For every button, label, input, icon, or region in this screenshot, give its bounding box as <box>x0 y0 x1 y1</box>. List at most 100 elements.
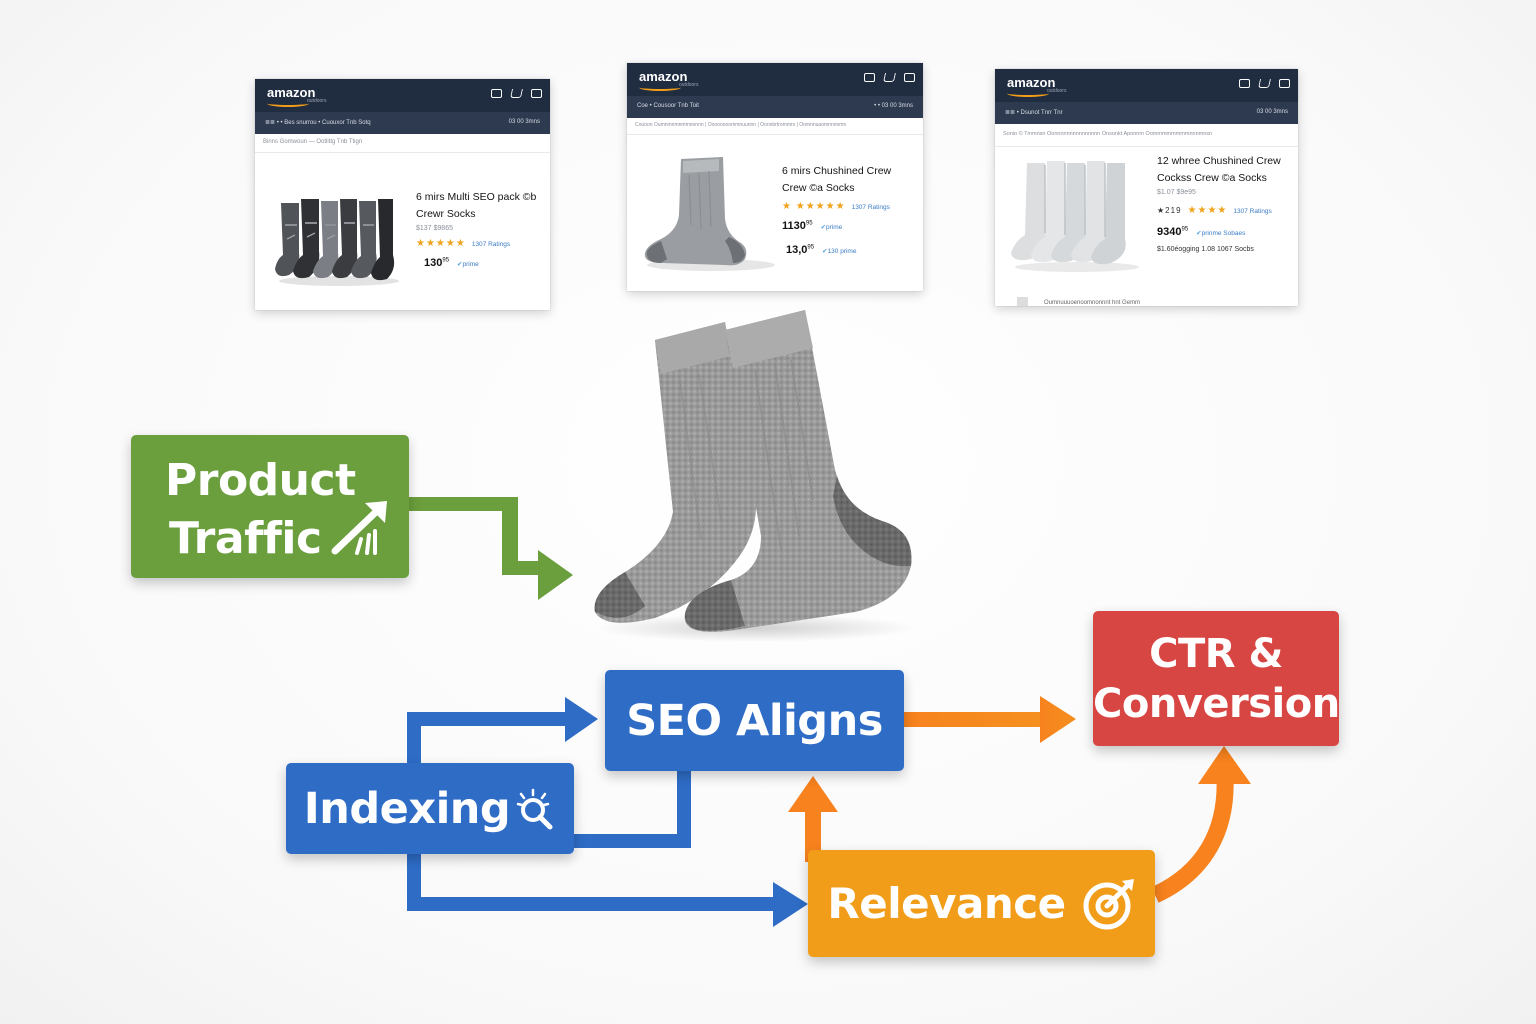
star-rating-icon: ★★★★ <box>1187 205 1228 216</box>
trend-up-arrow-icon <box>331 501 387 555</box>
breadcrumb-text[interactable]: Sonio © Tmmnsn Oonnnnnnnnnnnnnnn Onsonkt… <box>1003 131 1213 137</box>
orders-icon[interactable] <box>531 89 542 98</box>
nav-links[interactable]: Coe • Cousoor Tnb Toit <box>637 103 699 109</box>
cart-icon[interactable] <box>510 89 523 98</box>
site-header: amazon outdoors <box>627 63 923 96</box>
prime-badge: prime <box>821 224 843 231</box>
magnifier-sparkle-icon <box>516 788 553 829</box>
arrow-seo-to-ctr <box>904 696 1076 743</box>
arrow-relevance-to-seo <box>788 776 838 862</box>
arrow-seo-to-indexing <box>570 770 691 848</box>
brand-subtitle: outdoors <box>307 98 327 104</box>
hero-product-sock <box>594 310 915 642</box>
rating-stars[interactable]: ★★★★★ 1307 Ratings <box>416 238 546 249</box>
nav-bar[interactable]: ≣≣ • Dsunot Tnrr Tnr 03 00 3mns <box>995 102 1298 124</box>
breadcrumb-text[interactable]: Binns Gomwoun — Ootlittg Tnb Ttign <box>263 139 363 145</box>
rating-stars[interactable]: ★219 ★★★★ 1307 Ratings <box>1157 205 1285 216</box>
product-image-dark-socks[interactable] <box>271 195 403 287</box>
product-traffic-box[interactable]: Product Traffic <box>131 435 409 578</box>
brand-subtitle: outdoors <box>1047 88 1067 94</box>
price-whole: 130 <box>424 257 443 269</box>
prime-badge: prime <box>457 261 479 268</box>
product-traffic-label-2: Traffic <box>169 513 322 564</box>
nav-account[interactable]: 03 00 3mns <box>1256 109 1288 115</box>
arrow-indexing-to-seo <box>407 697 598 764</box>
listing-info: 12 whree Chushined Crew Cockss Crew ©a S… <box>1157 153 1285 253</box>
listing-info: 6 mirs Chushined Crew Crew ©a Socks ★ ★★… <box>782 163 912 256</box>
brand-logo: amazon <box>267 85 316 100</box>
arrow-traffic-to-product <box>409 497 573 600</box>
product-price-secondary: 13,095 130 prime <box>786 244 912 256</box>
nav-account[interactable]: 03 00 3mns <box>508 119 540 125</box>
orders-icon[interactable] <box>1279 79 1290 88</box>
star-rating-icon: ★★★★★ <box>416 238 466 249</box>
price-whole: 13,0 <box>786 244 808 256</box>
product-price: 934095 prinme Sobaes <box>1157 226 1285 238</box>
product-price: 113095 prime <box>782 220 912 232</box>
product-image-white-socks[interactable] <box>1005 155 1145 275</box>
product-extra-info: $1.60éogging 1.08 1067 Socbs <box>1157 246 1254 253</box>
arrow-relevance-to-ctr <box>1151 746 1251 903</box>
product-title[interactable]: 12 whree Chushined Crew Cockss Crew ©a S… <box>1157 155 1281 184</box>
price-cents: 95 <box>807 244 815 251</box>
ratings-count[interactable]: 1307 Ratings <box>471 241 511 248</box>
conversion-label: Conversion <box>1093 681 1340 727</box>
price-whole: 1130 <box>782 220 806 232</box>
product-traffic-label-1: Product <box>165 455 356 506</box>
listing-info: 6 mirs Multi SEO pack ©b Crewr Socks $13… <box>416 189 546 269</box>
price-whole: 9340 <box>1157 226 1182 238</box>
checkbox[interactable] <box>1017 297 1028 306</box>
breadcrumb[interactable]: Binns Gomwoun — Ootlittg Tnb Ttign <box>255 134 550 153</box>
relevance-box[interactable]: Relevance <box>808 850 1155 957</box>
rating-stars[interactable]: ★ ★★★★★1307 Ratings <box>782 201 912 212</box>
brand-smile-icon <box>639 84 681 91</box>
listing-card-2[interactable]: amazon outdoors Coe • Cousoor Tnb Toit •… <box>627 63 923 291</box>
product-image-grey-sock[interactable] <box>639 149 779 273</box>
rating-prefix: ★219 <box>1157 206 1182 215</box>
site-header: amazon outdoors <box>255 79 550 112</box>
account-icon[interactable] <box>491 89 502 98</box>
price-cents: 95 <box>805 220 813 227</box>
account-icon[interactable] <box>1239 79 1250 88</box>
prime-badge: prinme Sobaes <box>1196 230 1245 237</box>
brand-logo: amazon <box>1007 75 1056 90</box>
price-cents: 95 <box>442 257 450 264</box>
indexing-box[interactable]: Indexing <box>286 763 574 854</box>
nav-bar[interactable]: ≣≣ • • Bes snurrou • Cuouxor Tnb Sotq 03… <box>255 112 550 134</box>
listing-card-1[interactable]: amazon outdoors ≣≣ • • Bes snurrou • Cuo… <box>255 79 550 310</box>
ctr-conversion-box[interactable]: CTR & Conversion <box>1093 611 1340 746</box>
nav-account[interactable]: • • 03 00 3mns <box>874 103 913 109</box>
orders-icon[interactable] <box>904 73 915 82</box>
brand-smile-icon <box>267 100 309 107</box>
price-cents: 95 <box>1181 226 1189 233</box>
brand-logo: amazon <box>639 69 688 84</box>
seo-aligns-box[interactable]: SEO Aligns <box>605 670 904 771</box>
product-title[interactable]: 6 mirs Multi SEO pack ©b Crewr Socks <box>416 191 537 220</box>
brand-smile-icon <box>1007 90 1049 97</box>
nav-links[interactable]: ≣≣ • • Bes snurrou • Cuouxor Tnb Sotq <box>265 120 371 126</box>
relevance-label: Relevance <box>827 879 1066 928</box>
breadcrumb[interactable]: Sonio © Tmmnsn Oonnnnnnnnnnnnnnn Onsonkt… <box>995 124 1298 147</box>
account-icon[interactable] <box>864 73 875 82</box>
target-check-icon <box>1083 878 1134 929</box>
breadcrumb-text[interactable]: Couoon Oumnmnmnmmnnnnn | Oooooooommnuunn… <box>635 122 847 128</box>
site-header: amazon outdoors <box>995 69 1298 102</box>
ctr-label: CTR & <box>1149 631 1283 677</box>
prime-badge: 130 prime <box>822 248 856 255</box>
cart-icon[interactable] <box>1258 79 1271 88</box>
nav-links[interactable]: ≣≣ • Dsunot Tnrr Tnr <box>1005 110 1063 116</box>
listing-footer: Oumnuuuoenoomnonnnt hnt Gemm <box>1017 297 1140 306</box>
brand-subtitle: outdoors <box>679 82 699 88</box>
breadcrumb[interactable]: Couoon Oumnmnmnmmnnnnn | Oooooooommnuunn… <box>627 118 923 135</box>
nav-bar[interactable]: Coe • Cousoor Tnb Toit • • 03 00 3mns <box>627 96 923 118</box>
product-list-price: $137 $9865 <box>416 225 453 232</box>
ratings-count[interactable]: 1307 Ratings <box>851 204 890 211</box>
ratings-count[interactable]: 1307 Ratings <box>1233 208 1272 215</box>
indexing-label: Indexing <box>303 783 511 834</box>
seo-aligns-label: SEO Aligns <box>626 695 883 746</box>
arrow-indexing-to-relevance <box>407 853 808 927</box>
listing-card-3[interactable]: amazon outdoors ≣≣ • Dsunot Tnrr Tnr 03 … <box>995 69 1298 306</box>
cart-icon[interactable] <box>883 73 896 82</box>
product-title[interactable]: 6 mirs Chushined Crew Crew ©a Socks <box>782 165 892 194</box>
